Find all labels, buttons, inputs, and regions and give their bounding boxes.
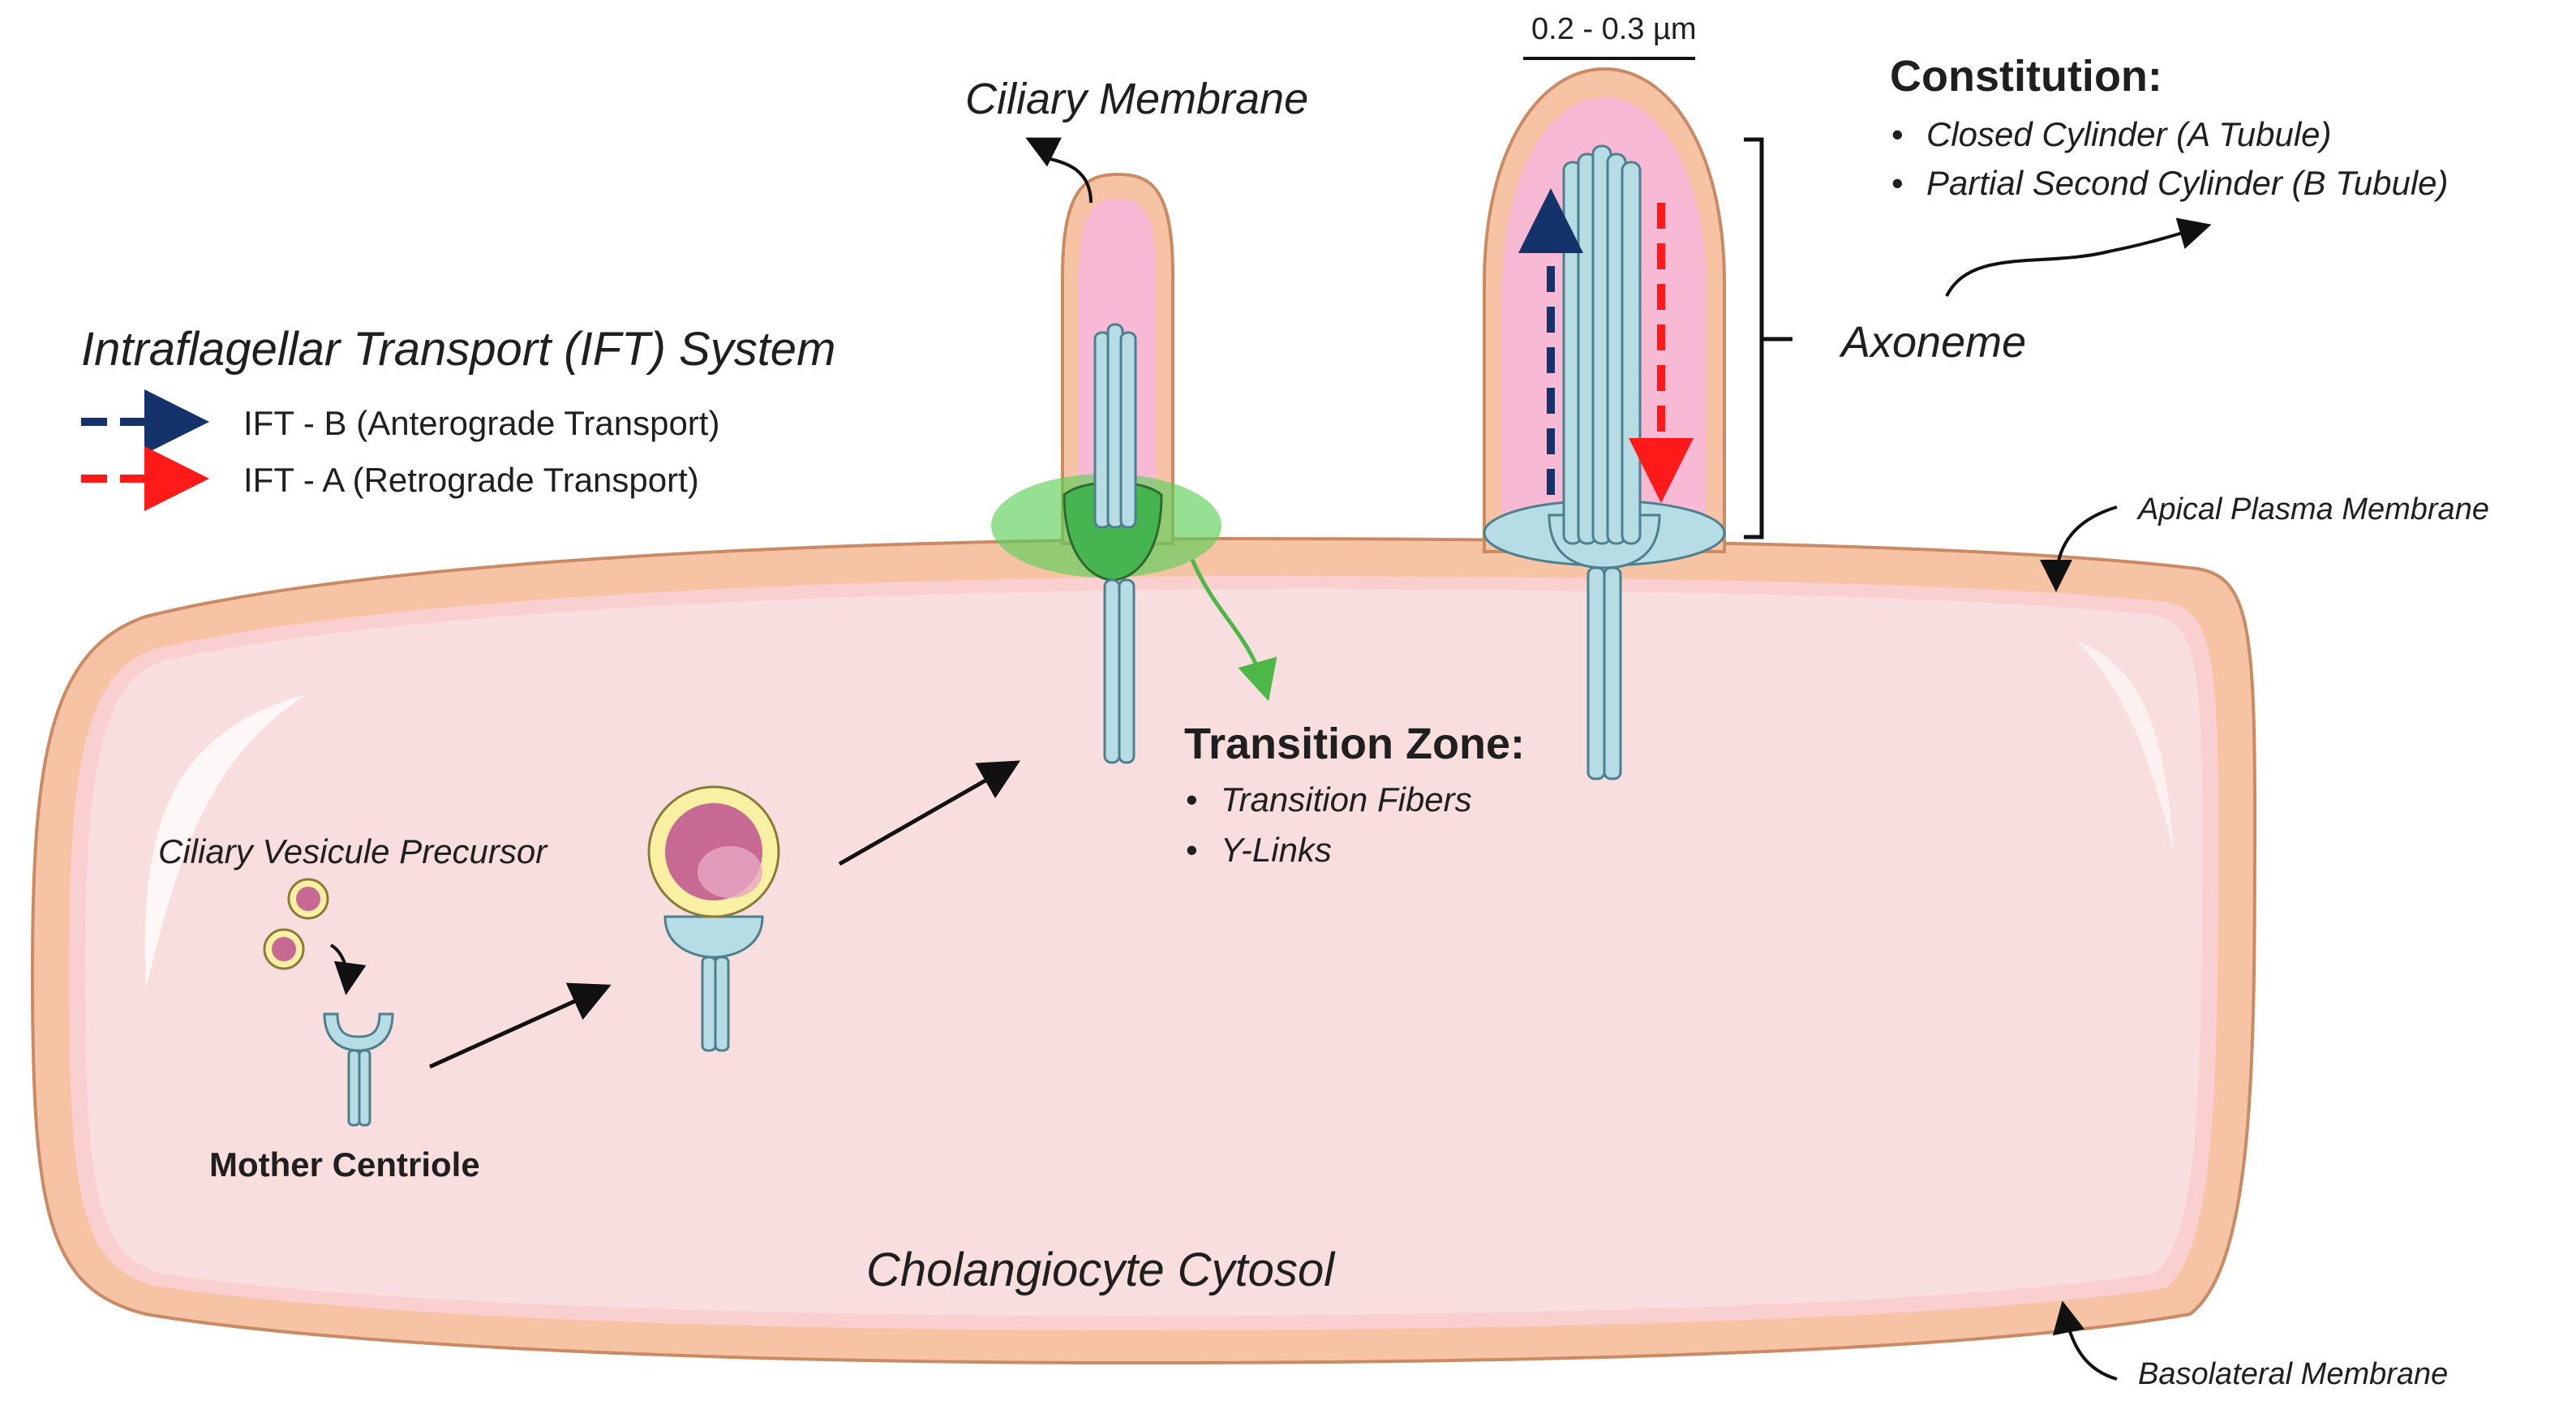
cholangiocyte-cell [30,536,2257,1365]
transition-bullet-1: • [1186,780,1198,819]
cytosol-highlight-right [2076,641,2174,852]
vesicle-to-centriole-arrow [329,943,367,995]
green-arrow [1190,559,1277,702]
cytosol-label: Cholangiocyte Cytosol [866,1244,1336,1296]
mother-centriole-stem-left [347,1049,361,1127]
mature-basal-stem-left [1586,566,1606,780]
constitution-bullet-1: • [1891,115,1904,153]
basolateral-membrane-label: Basolateral Membrane [2138,1357,2448,1391]
mother-centriole-stem-right [358,1049,371,1127]
apical-membrane-label: Apical Plasma Membrane [2136,492,2489,526]
early-axoneme-tube-3 [1119,331,1137,529]
stage-arrow-1 [428,982,612,1069]
transition-item-1: Transition Fibers [1221,780,1472,819]
vesicle-precursor-1-core [296,887,320,911]
legend-ift-a-label: IFT - A (Retrograde Transport) [243,461,699,499]
early-basal-stem-left [1103,578,1121,764]
constitution-pointer [1945,217,2212,297]
cell-cytosol [85,589,2202,1316]
stage-arrow-2 [838,760,1021,866]
axoneme-label: Axoneme [1839,318,2026,367]
constitution-item-2: Partial Second Cylinder (B Tubule) [1926,164,2449,202]
vesicle-precursor-2-core [272,937,296,961]
docked-vesicle-shine [698,846,762,898]
mother-centriole-cup [323,1012,394,1052]
constitution-heading: Constitution: [1890,52,2162,101]
mature-basal-stem-right [1603,566,1622,780]
ift-legend [81,389,209,511]
ift-system-title: Intraflagellar Transport (IFT) System [81,323,835,376]
transition-item-2: Y-Links [1221,831,1332,869]
vesicle-precursor-label: Ciliary Vesicule Precursor [158,832,548,870]
constitution-item-1: Closed Cylinder (A Tubule) [1926,115,2332,153]
width-label: 0.2 - 0.3 µm [1531,12,1697,46]
constitution-bullet-2: • [1891,164,1904,202]
ciliary-membrane-pointer [1025,137,1093,204]
axoneme-bracket [1744,137,1792,539]
early-basal-stem-right [1118,578,1136,764]
basolateral-membrane-pointer [2052,1300,2118,1381]
transition-zone-heading: Transition Zone: [1184,720,1525,768]
transition-bullet-2: • [1186,831,1198,869]
axoneme-tube-5 [1621,161,1642,545]
ciliogenesis-stages [263,760,1021,1127]
early-cilium [991,137,1277,764]
apical-membrane-pointer [2040,505,2118,592]
mature-cilium [1483,57,1792,780]
cytosol-highlight [144,694,308,990]
ciliary-membrane-label: Ciliary Membrane [965,75,1308,123]
docked-centriole-stem-left [701,956,717,1052]
legend-ift-b-label: IFT - B (Anterograde Transport) [243,404,719,442]
mother-centriole-label: Mother Centriole [209,1145,480,1184]
docked-centriole-stem-right [714,956,730,1052]
